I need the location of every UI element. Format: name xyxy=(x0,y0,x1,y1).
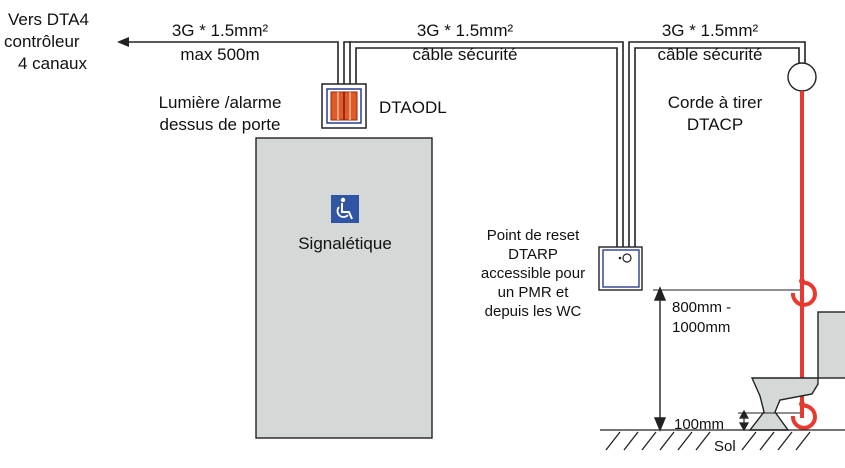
cable-rp-to-cp xyxy=(628,41,806,247)
dimension-upper xyxy=(653,286,800,432)
pull-cord-unit-dtacp xyxy=(787,62,817,92)
door-light-line2: dessus de porte xyxy=(159,115,281,134)
reset-point-line4: un PMR et xyxy=(497,284,569,301)
dimension-lower: 100mm xyxy=(674,416,725,433)
signage-label: Signalétique xyxy=(298,234,392,253)
cable-to-dta4 xyxy=(126,41,350,84)
floor-label: Sol xyxy=(712,437,738,456)
cable-right-line1: 3G * 1.5mm² xyxy=(661,21,759,40)
wheelchair-icon xyxy=(331,195,359,223)
door-light-code: DTAODL xyxy=(379,98,447,117)
destination-line2: contrôleur xyxy=(4,32,80,51)
dimension-lower xyxy=(738,409,800,432)
pull-cord xyxy=(790,91,817,430)
cable-left-line2: max 500m xyxy=(180,45,260,64)
reset-point-dtarp xyxy=(598,246,643,291)
reset-point-line2: DTARP xyxy=(508,246,558,263)
pull-cord-line1: Corde à tirer xyxy=(667,93,763,112)
door-light-dtaodl xyxy=(321,83,367,129)
cable-left-line1: 3G * 1.5mm² xyxy=(171,21,269,40)
reset-point-line3: accessible pour xyxy=(480,265,586,282)
arrow-head-icon xyxy=(117,37,129,47)
dimension-upper-line1: 800mm - xyxy=(672,299,732,316)
toilet xyxy=(748,311,845,431)
reset-point-line5: depuis les WC xyxy=(484,303,582,320)
cable-odl-to-rp xyxy=(349,41,624,247)
destination-line1: Vers DTA4 xyxy=(8,10,89,29)
floor xyxy=(600,429,845,451)
door xyxy=(255,137,433,439)
reset-point-line1: Point de reset xyxy=(486,227,580,244)
cable-middle-line1: 3G * 1.5mm² xyxy=(416,21,514,40)
pull-cord-line2: DTACP xyxy=(686,115,744,134)
cable-right-line2: câble sécurité xyxy=(657,45,763,64)
cable-middle-line2: câble sécurité xyxy=(412,45,518,64)
destination-line3: 4 canaux xyxy=(18,54,87,73)
door-light-line1: Lumière /alarme xyxy=(158,93,282,112)
dimension-upper-line2: 1000mm xyxy=(672,319,731,336)
